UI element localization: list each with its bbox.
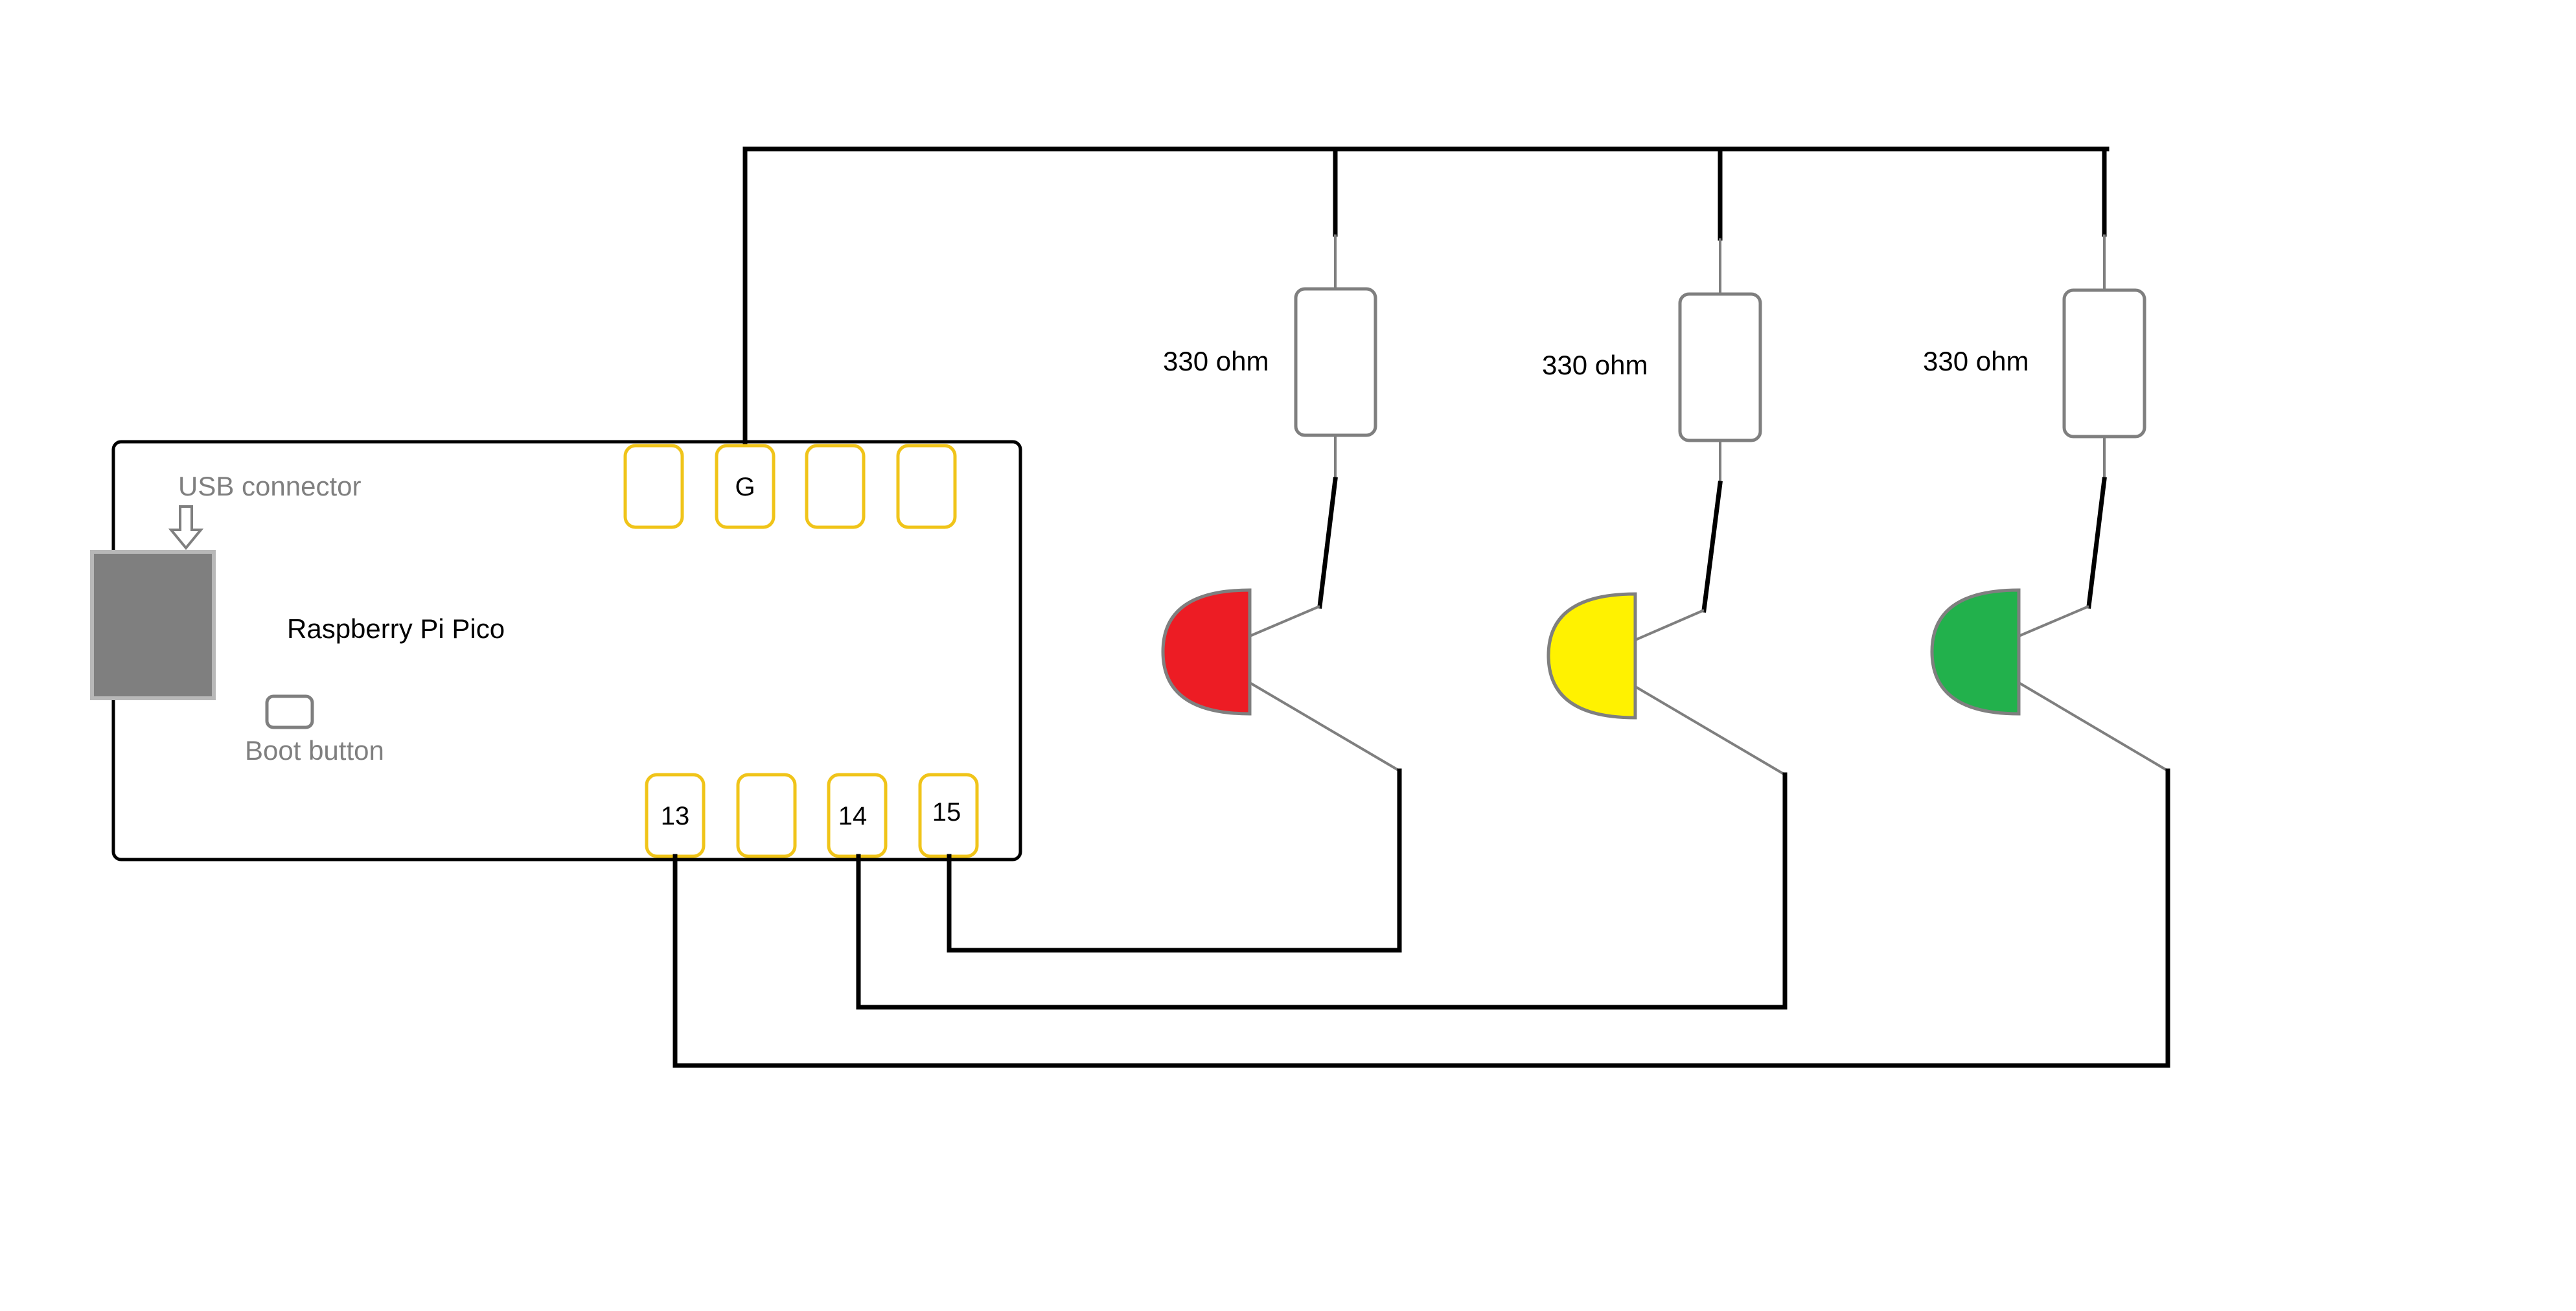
top-pin-3 xyxy=(805,444,866,529)
boot-button[interactable] xyxy=(265,694,314,729)
resistor-3 xyxy=(2062,288,2146,439)
led-red xyxy=(1161,588,1252,716)
led-yellow-signal-wire xyxy=(856,772,1788,1010)
boot-button-label: Boot button xyxy=(245,735,384,766)
bottom-pin-15-label: 15 xyxy=(932,798,961,826)
resistor-3-led-wire xyxy=(2086,477,2107,609)
resistor-2-led-wire xyxy=(1701,481,1723,613)
resistor-3-label: 330 ohm xyxy=(1923,346,2029,376)
bottom-pin-13-label: 13 xyxy=(661,802,690,830)
board-title: Raspberry Pi Pico xyxy=(287,613,505,644)
top-pin-ground xyxy=(715,444,776,529)
branch-red: 330 ohm xyxy=(947,234,1402,953)
branch-green: 330 ohm xyxy=(673,234,2170,1068)
led-yellow xyxy=(1547,592,1637,720)
top-pin-ground-label: G xyxy=(735,473,755,501)
top-pin-row: G xyxy=(623,444,957,529)
usb-connector xyxy=(90,550,216,700)
resistor-1-led-wire xyxy=(1317,477,1338,609)
ground-bus-wire xyxy=(742,146,2110,444)
usb-arrow-icon xyxy=(168,505,204,551)
led-green xyxy=(1930,588,2021,716)
led-red-signal-wire xyxy=(947,768,1402,953)
top-pin-1 xyxy=(623,444,684,529)
resistor-1 xyxy=(1294,287,1377,437)
usb-connector-label: USB connector xyxy=(178,471,361,501)
resistor-2-label: 330 ohm xyxy=(1542,350,1648,380)
branch-yellow: 330 ohm xyxy=(856,238,1788,1010)
top-pin-4 xyxy=(896,444,957,529)
bottom-pin-14-label: 14 xyxy=(838,802,868,830)
bottom-pin-2 xyxy=(736,773,797,858)
led-green-signal-wire xyxy=(673,768,2170,1068)
resistor-1-label: 330 ohm xyxy=(1163,346,1269,376)
resistor-2 xyxy=(1678,292,1762,442)
